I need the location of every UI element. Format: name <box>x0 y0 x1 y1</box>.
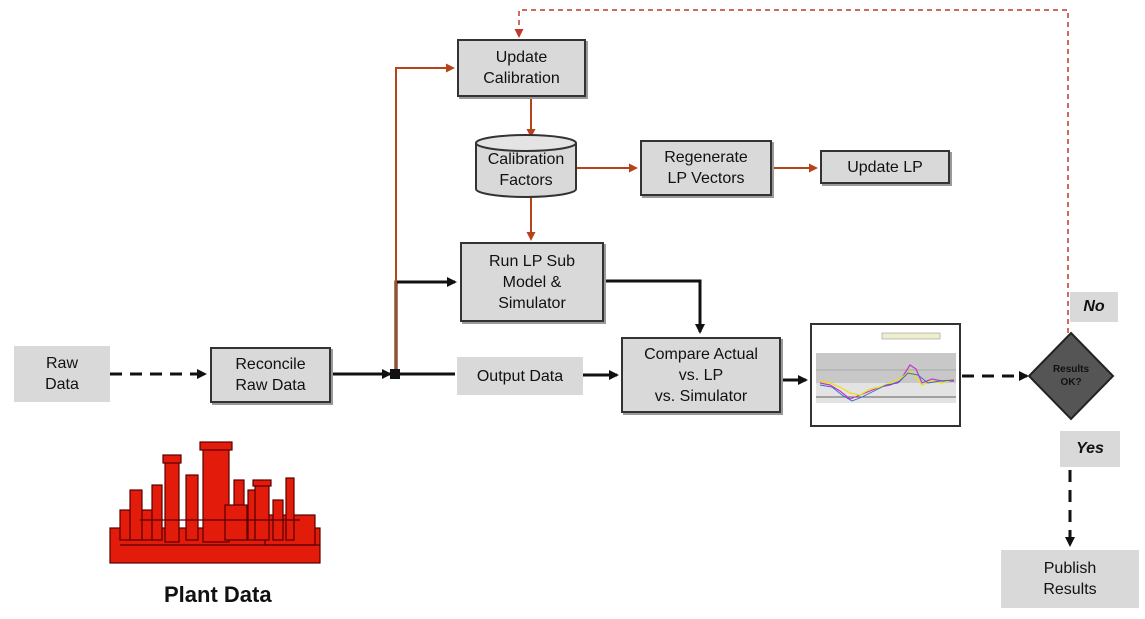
no-label: No <box>1070 292 1118 322</box>
yes-label: Yes <box>1060 431 1120 467</box>
arrow-junction-to-calibration <box>395 63 455 369</box>
arrow-feedback-no <box>514 9 1069 333</box>
calibration-factors-cylinder <box>475 134 577 198</box>
refinery-icon <box>109 441 321 564</box>
arrow-junction-to-runlp <box>394 277 457 369</box>
update-lp-node: Update LP <box>820 150 950 184</box>
results-chart-thumbnail <box>810 323 961 427</box>
arrow-runlp-to-compare <box>604 279 705 334</box>
run-lp-node: Run LP Sub Model & Simulator <box>460 242 604 322</box>
reconcile-node: Reconcile Raw Data <box>210 347 331 403</box>
raw-data-node: Raw Data <box>14 346 110 402</box>
regenerate-node: Regenerate LP Vectors <box>640 140 772 196</box>
line-chart-thumbnail-icon <box>816 332 956 403</box>
junction-node <box>390 369 400 379</box>
publish-results-node: Publish Results <box>1001 550 1139 608</box>
plant-data-caption: Plant Data <box>164 582 272 607</box>
decision-diamond <box>1027 331 1115 421</box>
compare-node: Compare Actual vs. LP vs. Simulator <box>621 337 781 413</box>
decision-label: Results OK? <box>1052 364 1090 388</box>
calibration-factors-label: Calibration Factors <box>487 151 565 189</box>
output-data-node: Output Data <box>457 357 583 395</box>
update-calibration-node: Update Calibration <box>457 39 586 97</box>
